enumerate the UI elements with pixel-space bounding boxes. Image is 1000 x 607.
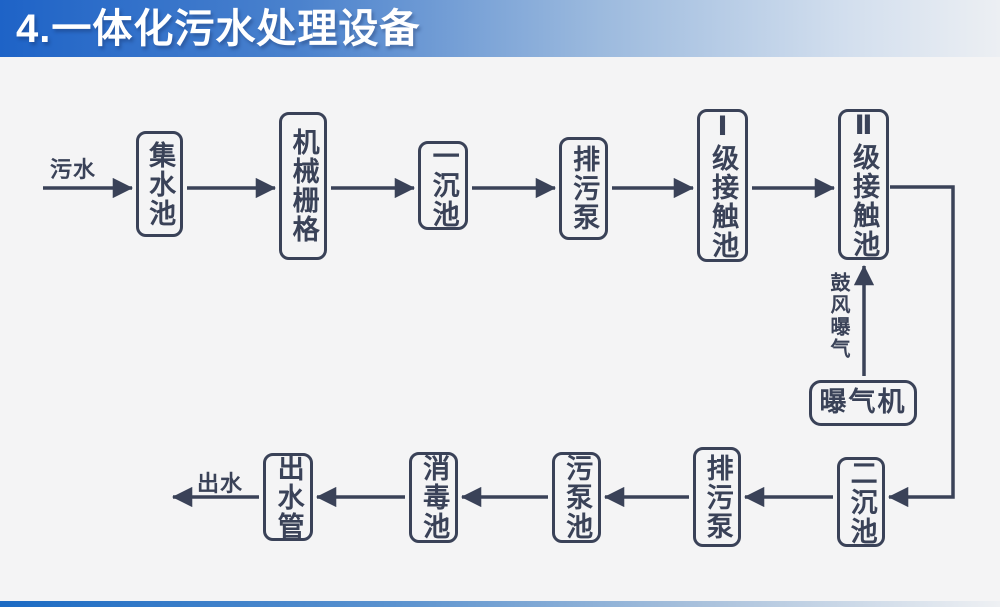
node-aerator: 曝气机 (809, 380, 917, 426)
node-label: 一沉池 (428, 142, 459, 229)
inflow-label: 污水 (50, 157, 97, 182)
aeration-label: 鼓风曝气 (827, 272, 849, 360)
node-label: Ⅱ级接触池 (849, 110, 880, 259)
node-label: Ⅰ级接触池 (708, 111, 739, 260)
node-label: 排污泵 (569, 145, 600, 232)
node-label: 排污泵 (702, 453, 733, 541)
node-label: 消毒池 (419, 454, 450, 541)
node-sludge-pump-tank: 污泵池 (552, 452, 601, 543)
node-outlet-pipe: 出水管 (263, 453, 313, 541)
title-bar: 4.一体化污水处理设备 (0, 0, 1000, 57)
node-label: 二沉池 (846, 458, 877, 546)
node-secondary-sedimentation-tank: 二沉池 (837, 457, 885, 547)
node-collection-tank: 集水池 (136, 131, 183, 237)
outflow-label: 出水 (197, 471, 244, 496)
node-label: 曝气机 (819, 387, 907, 418)
node-stage1-contact-tank: Ⅰ级接触池 (697, 109, 748, 262)
node-primary-sedimentation-tank: 一沉池 (418, 141, 468, 230)
node-label: 污泵池 (562, 454, 593, 541)
node-disinfection-tank: 消毒池 (409, 452, 458, 543)
node-sewage-pump-lower: 排污泵 (693, 447, 741, 547)
node-mechanical-grid: 机械栅格 (279, 112, 327, 260)
node-label: 集水池 (145, 140, 176, 228)
node-stage2-contact-tank: Ⅱ级接触池 (838, 109, 889, 260)
bottom-accent-bar (0, 601, 1000, 607)
arrow-stage2-to-secondary-sedimentation (887, 185, 955, 508)
node-label: 机械栅格 (288, 128, 319, 244)
node-label: 出水管 (273, 453, 304, 541)
page-title: 4.一体化污水处理设备 (16, 7, 421, 51)
node-sewage-pump-upper: 排污泵 (559, 137, 608, 240)
